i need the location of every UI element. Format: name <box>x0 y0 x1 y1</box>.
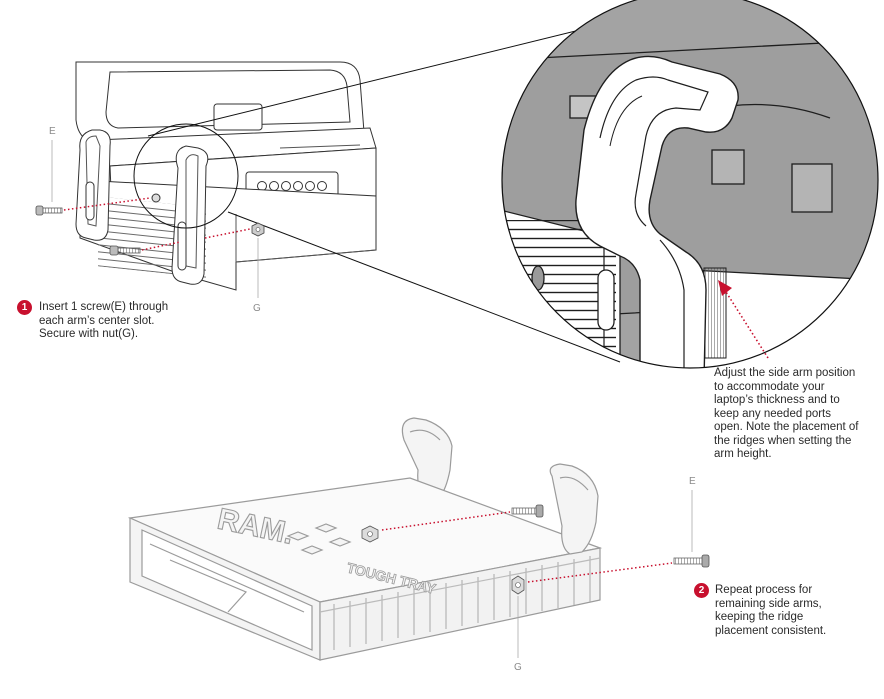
zoom-circle-border <box>501 0 879 369</box>
callout-line: Adjust the side arm position <box>714 367 856 379</box>
assembly-guide-lines-bottom <box>381 511 673 583</box>
screw-e-middle <box>511 504 544 518</box>
step-1-line: Insert 1 screw(E) through <box>39 301 169 313</box>
step-1-badge: 1 <box>17 300 32 315</box>
assembly-guide-lines-top <box>63 197 251 251</box>
label-e-bottom: E <box>689 476 696 487</box>
tray-assembly <box>127 417 603 661</box>
laptop-ports <box>257 181 327 191</box>
label-g-bottom: G <box>514 662 522 673</box>
step-1-line: Secure with nut(G). <box>39 328 139 340</box>
callout-line: open. Note the placement of <box>714 421 859 433</box>
screw-e-lower <box>109 245 141 256</box>
label-g-top: G <box>253 303 261 314</box>
tray-hex-features <box>286 523 352 555</box>
arm-slot-right <box>177 221 187 271</box>
nut-g-middle <box>361 525 379 543</box>
step-2-line: Repeat process for <box>715 584 813 596</box>
ridge-indicator-arrow <box>718 280 769 359</box>
nut-g-bottom <box>511 575 525 595</box>
callout-line: keep any needed ports <box>714 407 832 420</box>
nut-g-top <box>251 222 265 237</box>
zoom-source-circle <box>133 123 239 229</box>
tray-front <box>319 547 601 661</box>
step-1-line: each arm’s center slot. <box>39 314 155 327</box>
zoom-detail <box>502 0 878 368</box>
callout-line: arm height. <box>714 448 772 460</box>
side-arm-right <box>171 145 209 285</box>
step-2-line: keeping the ridge <box>715 611 804 623</box>
arm-slot-left <box>85 181 95 221</box>
laptop-screen-inner <box>105 69 351 129</box>
zoom-line-upper <box>147 23 605 137</box>
step-2-line: placement consistent. <box>715 624 827 637</box>
zoom-line-lower <box>227 211 621 363</box>
callout-line: the ridges when setting the <box>714 434 852 447</box>
nut-back <box>151 193 161 203</box>
label-e-top: E <box>49 126 56 137</box>
tray-front-fins <box>333 556 591 650</box>
laptop-assembly <box>75 61 377 291</box>
step-1-text: Insert 1 screw(E) through each arm’s cen… <box>39 301 168 342</box>
callout-line: to accommodate your <box>714 380 825 393</box>
laptop-hinge <box>213 103 263 131</box>
step-2-text: Repeat process for remaining side arms, … <box>715 584 826 638</box>
side-arm-front <box>549 463 599 555</box>
callout-text: Adjust the side arm position to accommod… <box>714 367 859 462</box>
screw-e-bottom <box>673 554 710 568</box>
zoom-side-arm <box>575 55 739 368</box>
screw-e-top <box>35 205 63 216</box>
step-2-badge: 2 <box>694 583 709 598</box>
step-2-line: remaining side arms, <box>715 597 822 610</box>
callout-line: laptop’s thickness and to <box>714 394 840 406</box>
